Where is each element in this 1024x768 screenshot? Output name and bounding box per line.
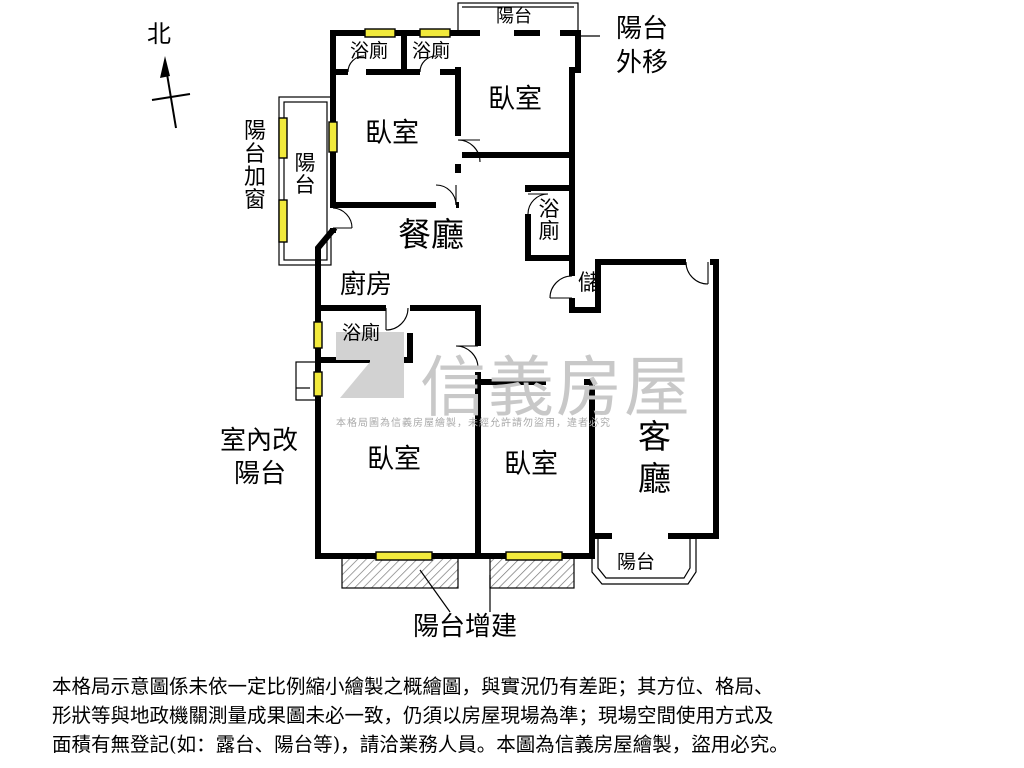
bedroom-s-label: 臥室: [504, 449, 558, 480]
balcony-moved-label-1: 陽台: [616, 14, 669, 44]
disclaimer-line: 形狀等與地政機關測量成果圖未必一致，仍須以房屋現場為準；現場空間使用方式及: [52, 704, 774, 727]
dining-label: 餐廳: [398, 215, 464, 254]
kitchen-label: 廚房: [340, 270, 393, 300]
bedroom-nw-label: 臥室: [365, 118, 419, 149]
disclaimer-line: 面積有無登記(如：露台、陽台等)，請洽業務人員。本圖為信義房屋繪製，盜用必究。: [52, 733, 789, 756]
bath-d-label: 浴廁: [342, 322, 381, 344]
north-arrow-icon: [151, 56, 191, 129]
disclaimer: 本格局示意圖係未依一定比例縮小繪製之概繪圖，與實況仍有差距；其方位、格局、 形狀…: [52, 672, 992, 759]
living-label-2: 廳: [638, 459, 671, 498]
indoor-balcony-label-1: 室內改: [220, 426, 299, 456]
balcony-top-label: 陽台: [496, 6, 532, 27]
watermark-brand: 信義房屋: [420, 349, 692, 426]
door-swings: [332, 55, 709, 369]
balcony-west-window-label: 陽台加窗: [243, 119, 266, 214]
balcony-addition-hatch: [341, 557, 575, 589]
indoor-balcony-label-2: 陽台: [234, 459, 287, 489]
bedroom-ne-label: 臥室: [488, 84, 542, 115]
storage-label: 儲: [578, 271, 601, 296]
bath-b-label: 浴廁: [412, 40, 451, 62]
balcony-addition-label: 陽台增建: [413, 612, 518, 642]
north-label: 北: [147, 20, 171, 48]
watermark-logo-icon: [336, 332, 404, 398]
balcony-west-label: 陽台: [294, 151, 316, 198]
disclaimer-line: 本格局示意圖係未依一定比例縮小繪製之概繪圖，與實況仍有差距；其方位、格局、: [52, 675, 774, 698]
windows: [278, 28, 563, 561]
bath-a-label: 浴廁: [350, 40, 389, 62]
door-openings: [329, 29, 710, 540]
balcony-moved-label-2: 外移: [616, 48, 669, 78]
bath-c-label: 浴廁: [538, 197, 560, 244]
living-label-1: 客: [638, 417, 671, 456]
balcony-south-label: 陽台: [617, 551, 656, 573]
balcony-outlines: [278, 2, 697, 585]
leader-lines: [296, 35, 600, 613]
bedroom-sw-label: 臥室: [367, 444, 421, 475]
watermark-note: 本格局圖為信義房屋繪製，未經允許請勿盜用，違者必究: [336, 418, 611, 429]
